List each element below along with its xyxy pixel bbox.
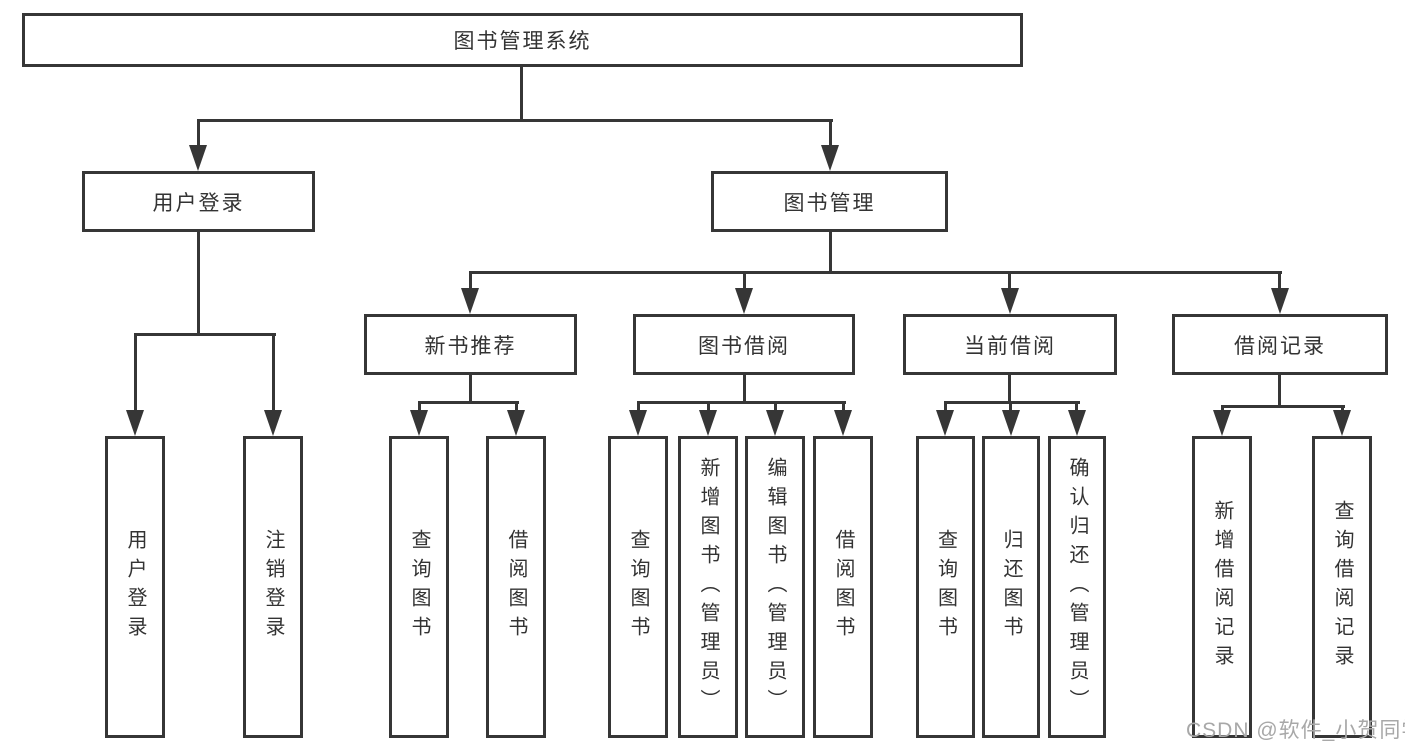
- leaf-borrow-books-recommend: 借阅图书: [486, 436, 546, 738]
- arrow-down-icon: [936, 410, 954, 436]
- arrow-down-icon: [766, 410, 784, 436]
- leaf-add-borrow-record-label: 新增借阅记录: [1211, 500, 1233, 674]
- arrow-down-icon: [189, 145, 207, 171]
- arrow-down-icon: [629, 410, 647, 436]
- leaf-query-books-current: 查询图书: [916, 436, 975, 738]
- arrow-down-icon: [1333, 410, 1351, 436]
- connector-line: [1008, 375, 1011, 404]
- connector-line: [1221, 405, 1345, 408]
- node-user-login: 用户登录: [82, 171, 315, 232]
- connector-line: [134, 333, 137, 411]
- arrow-down-icon: [821, 145, 839, 171]
- arrow-down-icon: [507, 410, 525, 436]
- connector-line: [134, 333, 276, 336]
- leaf-borrow-books: 借阅图书: [813, 436, 873, 738]
- node-new-book-recommend: 新书推荐: [364, 314, 577, 375]
- arrow-down-icon: [126, 410, 144, 436]
- connector-line: [637, 401, 846, 404]
- connector-line: [829, 119, 832, 147]
- connector-line: [1341, 405, 1344, 413]
- arrow-down-icon: [264, 410, 282, 436]
- arrow-down-icon: [1271, 288, 1289, 314]
- leaf-query-borrow-record: 查询借阅记录: [1312, 436, 1372, 738]
- connector-line: [774, 401, 777, 413]
- leaf-return-books: 归还图书: [982, 436, 1040, 738]
- connector-line: [418, 401, 519, 404]
- arrow-down-icon: [699, 410, 717, 436]
- connector-line: [1008, 271, 1011, 291]
- connector-line: [944, 401, 1080, 404]
- connector-line: [272, 333, 275, 411]
- arrow-down-icon: [834, 410, 852, 436]
- connector-line: [842, 401, 845, 413]
- connector-line: [944, 401, 947, 413]
- leaf-logout-label: 注销登录: [262, 529, 284, 645]
- arrow-down-icon: [1001, 288, 1019, 314]
- leaf-add-borrow-record: 新增借阅记录: [1192, 436, 1252, 738]
- connector-line: [515, 401, 518, 413]
- connector-line: [197, 232, 200, 336]
- leaf-add-books-admin-label: 新增图书（管理员）: [697, 456, 719, 718]
- connector-line: [1278, 375, 1281, 408]
- node-current-borrow: 当前借阅: [903, 314, 1117, 375]
- arrow-down-icon: [1213, 410, 1231, 436]
- watermark: CSDN @软件_小贺同学: [1186, 719, 1405, 742]
- connector-line: [1009, 401, 1012, 413]
- node-library-system: 图书管理系统: [22, 13, 1023, 67]
- leaf-query-books-borrow: 查询图书: [608, 436, 668, 738]
- connector-line: [1221, 405, 1224, 413]
- leaf-query-borrow-record-label: 查询借阅记录: [1331, 500, 1353, 674]
- leaf-borrow-books-label: 借阅图书: [832, 529, 854, 645]
- connector-line: [1278, 271, 1281, 291]
- connector-line: [829, 232, 832, 274]
- connector-line: [197, 119, 833, 122]
- connector-line: [197, 119, 200, 147]
- leaf-edit-books-admin-label: 编辑图书（管理员）: [764, 456, 786, 718]
- arrow-down-icon: [461, 288, 479, 314]
- node-borrow-records: 借阅记录: [1172, 314, 1388, 375]
- leaf-query-books-recommend-label: 查询图书: [408, 529, 430, 645]
- leaf-return-books-label: 归还图书: [1000, 529, 1022, 645]
- leaf-confirm-return-admin: 确认归还（管理员）: [1048, 436, 1106, 738]
- arrow-down-icon: [1002, 410, 1020, 436]
- leaf-logout: 注销登录: [243, 436, 303, 738]
- leaf-user-login-label: 用户登录: [124, 529, 146, 645]
- leaf-user-login: 用户登录: [105, 436, 165, 738]
- connector-line: [743, 271, 746, 291]
- node-book-management: 图书管理: [711, 171, 948, 232]
- arrow-down-icon: [735, 288, 753, 314]
- connector-line: [1075, 401, 1078, 413]
- leaf-edit-books-admin: 编辑图书（管理员）: [745, 436, 805, 738]
- leaf-confirm-return-admin-label: 确认归还（管理员）: [1066, 456, 1088, 718]
- leaf-borrow-books-recommend-label: 借阅图书: [505, 529, 527, 645]
- leaf-query-books-borrow-label: 查询图书: [627, 529, 649, 645]
- connector-line: [469, 375, 472, 404]
- arrow-down-icon: [1068, 410, 1086, 436]
- connector-line: [637, 401, 640, 413]
- node-book-borrow: 图书借阅: [633, 314, 855, 375]
- connector-line: [469, 271, 472, 291]
- connector-line: [520, 67, 523, 122]
- leaf-query-books-recommend: 查询图书: [389, 436, 449, 738]
- connector-line: [469, 271, 1282, 274]
- connector-line: [707, 401, 710, 413]
- connector-line: [418, 401, 421, 413]
- leaf-query-books-current-label: 查询图书: [934, 529, 957, 645]
- leaf-add-books-admin: 新增图书（管理员）: [678, 436, 738, 738]
- connector-line: [743, 375, 746, 404]
- arrow-down-icon: [410, 410, 428, 436]
